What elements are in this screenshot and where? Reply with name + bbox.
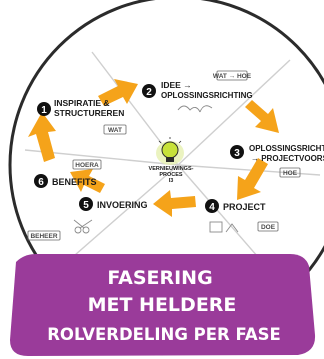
step-5-doodle — [73, 219, 93, 234]
spokes — [24, 51, 321, 266]
step-2-label-2: OPLOSSINGSRICHTING — [161, 91, 253, 100]
banner-shape — [10, 254, 316, 356]
step-5-number: 5 — [83, 200, 89, 211]
banner-line-2: MET HELDERE — [88, 294, 237, 316]
arrow-1-to-2 — [98, 79, 138, 106]
step-2-badge — [142, 84, 156, 98]
banner: FASERING MET HELDERE ROLVERDELING PER FA… — [10, 254, 316, 356]
step-6-number: 6 — [38, 177, 44, 188]
step-1-label-2: STRUCTUREREN — [54, 108, 124, 118]
step-3-label-1: OPLOSSINGSRICHTI — [249, 144, 324, 153]
step-4-tag-box — [257, 221, 279, 232]
step-2-label-1: IDEE → — [161, 80, 192, 90]
arrow-5-to-6 — [70, 169, 105, 193]
step-3: 3 OPLOSSINGSRICHTI → PROJECTVOORS HOE — [230, 144, 324, 178]
step-6: 6 BENEFITS HOERA — [34, 159, 102, 188]
step-5-tag-box — [27, 230, 61, 241]
step-2-tag-box — [216, 70, 248, 81]
step-4-label-1: PROJECT — [223, 202, 266, 212]
step-1-label-1: INSPIRATIE & — [54, 98, 110, 108]
arrow-4-to-5 — [153, 190, 196, 217]
step-2-number: 2 — [146, 87, 152, 98]
step-1-tag-box — [103, 124, 127, 135]
step-3-tag: HOE — [283, 170, 298, 177]
banner-line-3: ROLVERDELING PER FASE — [47, 325, 281, 344]
step-2: 2 IDEE → OPLOSSINGSRICHTING WAT → HOE — [142, 70, 253, 113]
step-4-number: 4 — [209, 202, 215, 213]
step-6-label-1: BENEFITS — [52, 177, 97, 187]
banner-line-1: FASERING — [107, 267, 212, 289]
center-label-1: VERNIEUWINGS- — [149, 166, 194, 172]
step-3-label-2: → PROJECTVOORS — [251, 154, 324, 163]
step-4-tag: DOE — [261, 224, 276, 231]
arrow-3-to-4 — [237, 158, 268, 200]
step-6-tag-box — [72, 159, 102, 170]
step-1: 1 INSPIRATIE & STRUCTUREREN WAT — [37, 98, 127, 135]
center-label-3: I3 — [169, 178, 174, 184]
center-node: VERNIEUWINGS- PROCES I3 — [149, 137, 194, 184]
step-4-doodle — [209, 221, 239, 233]
step-4: 4 PROJECT DOE — [205, 199, 279, 233]
step-6-tag: HOERA — [75, 162, 99, 169]
bulb-base — [166, 157, 174, 162]
step-2-doodle — [177, 105, 213, 113]
center-label-2: PROCES — [159, 172, 183, 178]
step-3-tag-box — [279, 167, 301, 178]
step-1-tag: WAT — [108, 127, 122, 134]
step-5-tag: BEHEER — [30, 233, 57, 240]
flow-arrows — [28, 79, 279, 217]
step-1-number: 1 — [41, 105, 47, 116]
step-3-badge — [230, 145, 244, 159]
step-5-badge — [79, 197, 93, 211]
step-1-badge — [37, 102, 51, 116]
step-5: 5 INVOERING BEHEER — [27, 197, 148, 241]
step-5-label-1: INVOERING — [97, 200, 148, 210]
step-2-tag: WAT → HOE — [213, 73, 252, 80]
arrow-2-to-3 — [245, 100, 279, 133]
arrow-6-to-1 — [28, 112, 56, 162]
step-6-badge — [34, 174, 48, 188]
bulb-icon — [161, 141, 179, 159]
step-3-number: 3 — [234, 148, 240, 159]
step-4-badge — [205, 199, 219, 213]
